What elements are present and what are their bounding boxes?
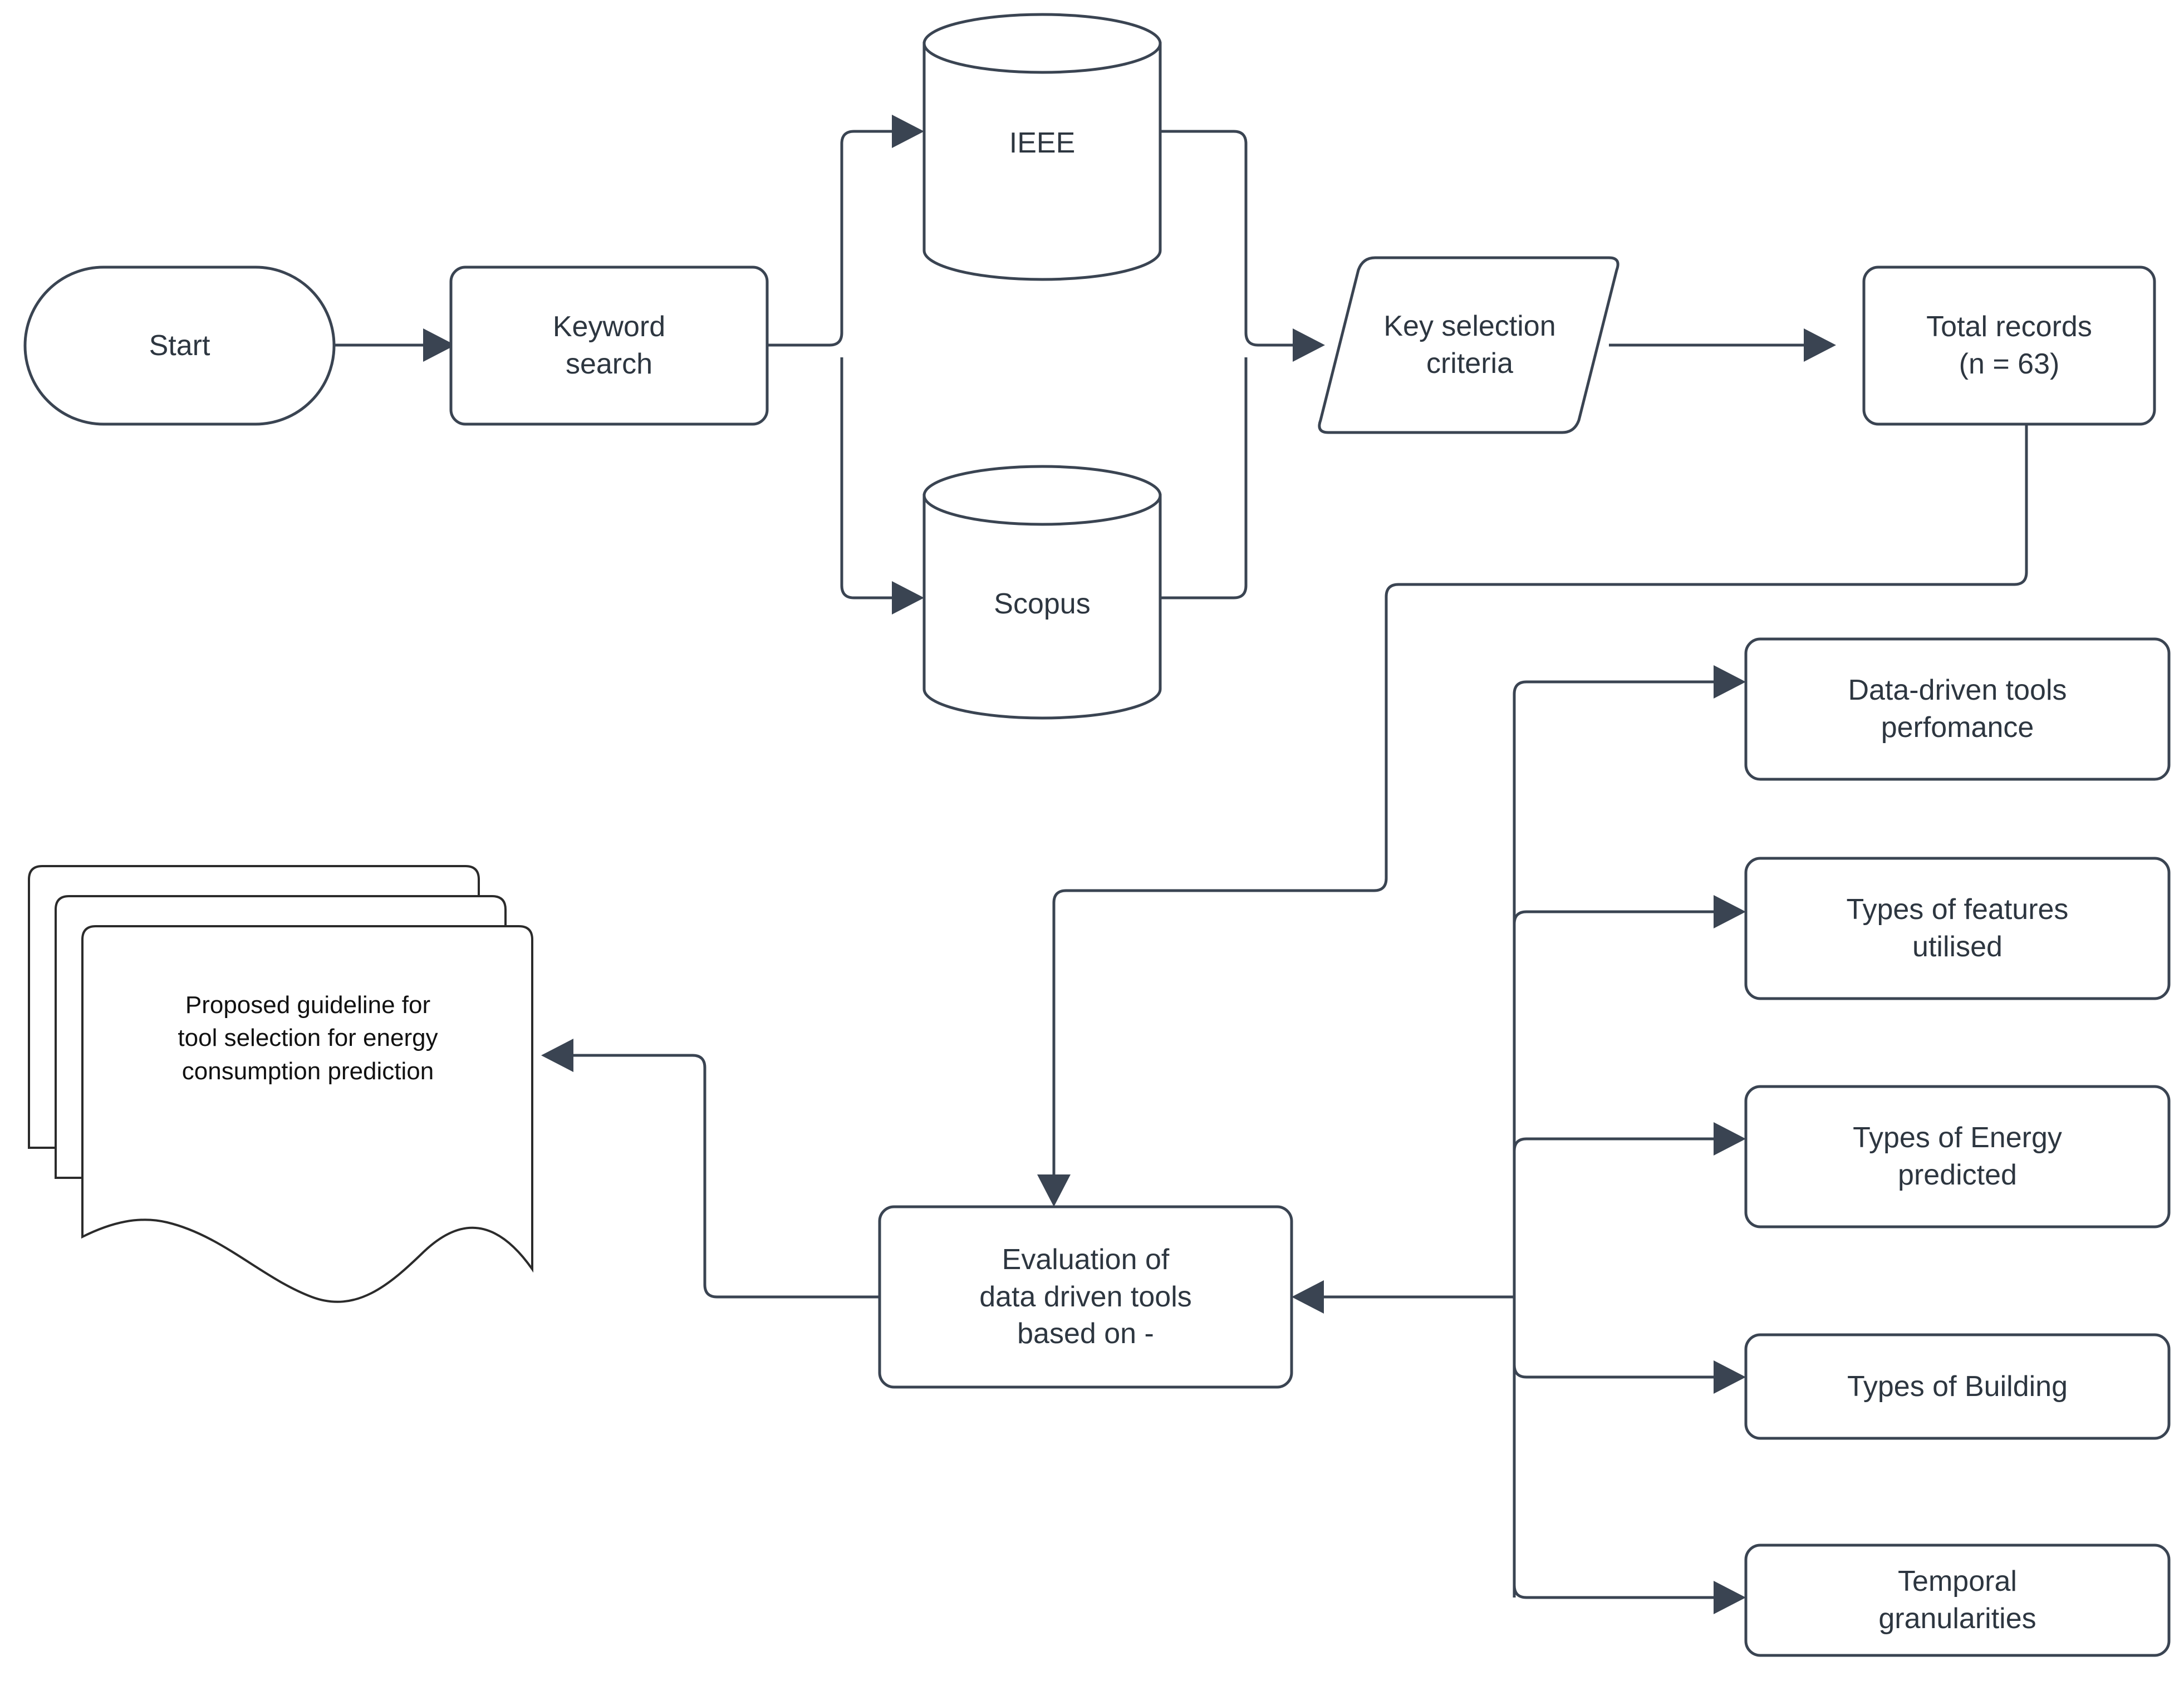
edge-bus-to-criteria-2 [1513,895,1746,928]
node-key-selection-criteria-shape[interactable] [1318,256,1619,434]
node-evaluation-shape[interactable] [878,1205,1293,1389]
node-criteria-1-shape[interactable] [1744,637,2171,781]
node-ieee-shape[interactable] [922,13,1162,281]
node-keyword-search-shape[interactable] [449,266,769,426]
node-criteria-4-shape[interactable] [1744,1333,2171,1440]
edge-start-to-keyword-search [334,328,455,362]
edge-bus-to-criteria-3 [1513,1122,1746,1156]
edge-bus-to-criteria-5 [1513,1581,1746,1614]
node-start-shape[interactable] [23,266,336,426]
edge-evaluation-to-proposed-guideline [541,1039,880,1299]
node-criteria-2-shape[interactable] [1744,857,2171,1000]
edge-bus-to-evaluation [1292,1280,1514,1314]
edge-bus-to-criteria-1 [1513,665,1746,706]
edge-keyword-search-to-scopus [840,357,924,615]
node-total-records-shape[interactable] [1862,266,2156,426]
edge-key-selection-criteria-to-total-records [1609,328,1836,362]
edge-keyword-search-to-ieee [767,115,924,347]
edge-total-records-to-evaluation [1037,419,2028,1207]
edge-ieee-to-key-selection-criteria [1155,130,1293,347]
node-scopus-shape[interactable] [922,465,1162,720]
node-criteria-5-shape[interactable] [1744,1544,2171,1657]
node-criteria-3-shape[interactable] [1744,1085,2171,1228]
node-proposed-guideline-shape[interactable] [28,865,533,1303]
edge-scopus-to-key-selection-criteria [1155,328,1325,599]
edge-bus-to-criteria-4 [1513,1360,1746,1394]
